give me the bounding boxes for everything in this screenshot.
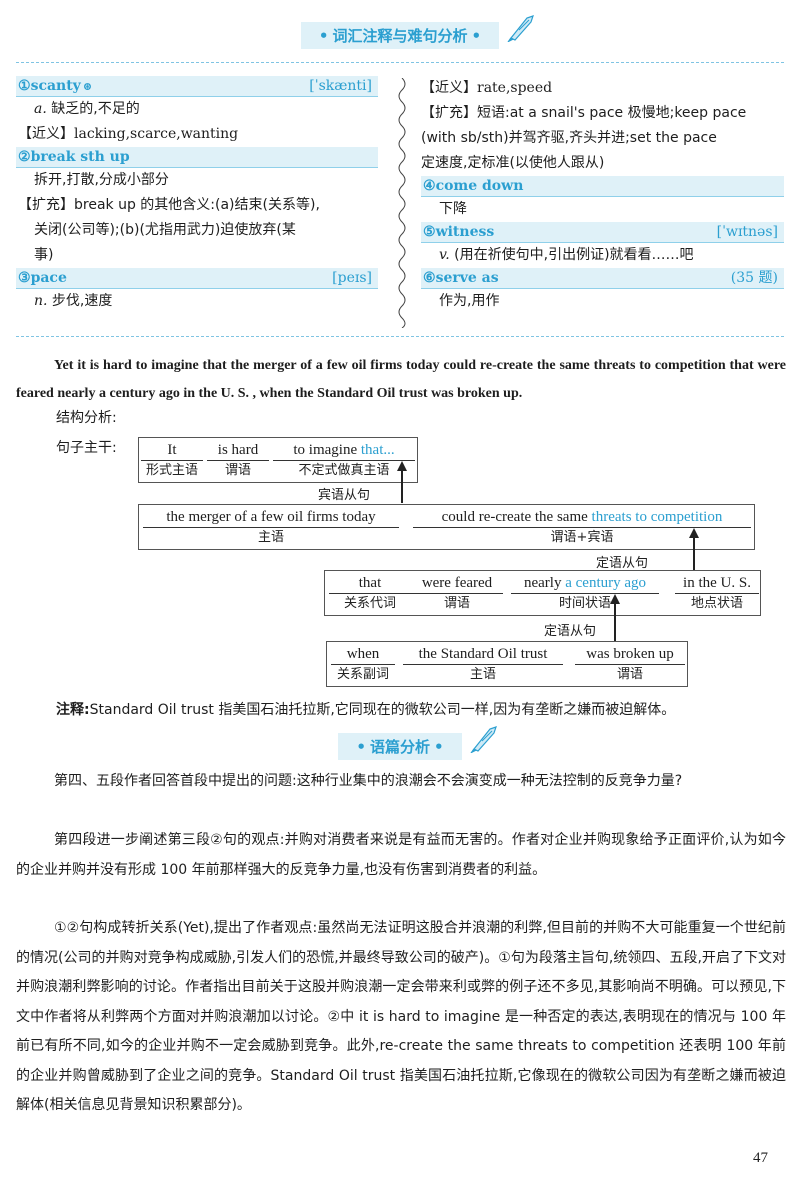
section-banner-vocab: •词汇注释与难句分析• — [0, 15, 800, 49]
vocab-left-column: ①scanty⊛ ˈskænti a. 缺乏的,不足的 【近义】lacking,… — [16, 76, 378, 314]
page-number: 47 — [753, 1150, 768, 1166]
section-title-box: •词汇注释与难句分析• — [300, 15, 535, 49]
extension: 【扩充】短语:at a snail's pace 极慢地;keep pace — [421, 105, 747, 121]
extension-cont: (with sb/sth)并驾齐驱,齐头并进;set the pace — [421, 130, 717, 146]
clause-label: 宾语从句 — [318, 488, 371, 503]
synonyms: 【近义】lacking,scarce,wanting — [18, 126, 239, 142]
paragraph: ①②句构成转折关系(Yet),提出了作者观点:虽然尚无法证明这股合并浪潮的利弊,… — [16, 920, 786, 1113]
quill-pen-icon — [470, 726, 497, 753]
term-bar-scanty: ①scanty⊛ ˈskænti — [16, 76, 378, 97]
extension-cont: 事) — [34, 247, 54, 263]
note: 注释:Standard Oil trust 指美国石油托拉斯,它同现在的微软公司… — [56, 702, 676, 718]
term: scanty — [30, 78, 81, 94]
term-bar-pace: ③pace peɪs — [16, 268, 378, 289]
term: pace — [30, 270, 67, 286]
ipa: peɪs — [332, 268, 372, 289]
term: come down — [435, 178, 524, 194]
structure-label: 结构分析: — [56, 410, 117, 426]
vocab-section: ①scanty⊛ ˈskænti a. 缺乏的,不足的 【近义】lacking,… — [16, 76, 784, 331]
ipa: ˈwɪtnəs — [717, 222, 778, 243]
trunk-label: 句子主干: — [56, 440, 117, 456]
diagram-cell: in the U. S.地点状语 — [675, 573, 759, 614]
definition: 下降 — [439, 201, 467, 217]
clause-label: 定语从句 — [596, 556, 649, 571]
quill-pen-icon — [507, 15, 535, 42]
diagram-cell: could re-create the same threats to comp… — [413, 507, 751, 548]
section-banner-discourse: •语篇分析• — [0, 726, 800, 760]
connector — [693, 537, 695, 570]
extension: 【扩充】break up 的其他含义:(a)结束(关系等), — [18, 197, 320, 213]
extension-cont: 定速度,定标准(以使他人跟从) — [421, 155, 605, 171]
extension-cont: 关闭(公司等);(b)(尤指用武力)迫使放弃(某 — [34, 222, 296, 238]
diagram-cell: to imagine that...不定式做真主语 — [273, 440, 415, 481]
definition: 拆开,打散,分成小部分 — [34, 172, 169, 188]
term-bar-come-down: ④come down — [421, 176, 784, 197]
connector — [401, 470, 403, 503]
term: break sth up — [30, 149, 130, 165]
arrow-up-icon — [689, 528, 699, 538]
vocab-right-column: 【近义】rate,speed 【扩充】短语:at a snail's pace … — [421, 76, 784, 314]
divider — [16, 62, 784, 63]
divider — [16, 336, 784, 337]
section-title-box: •语篇分析• — [338, 726, 497, 760]
clause-label: 定语从句 — [544, 624, 597, 639]
wavy-divider — [398, 78, 406, 328]
ipa: ˈskænti — [309, 76, 372, 97]
term: witness — [435, 224, 495, 240]
question-tag: (35 题) — [730, 270, 778, 286]
arrow-up-icon — [610, 594, 620, 604]
term-bar-break-sth-up: ②break sth up — [16, 147, 378, 168]
badge-icon: ⊛ — [82, 80, 93, 93]
term-bar-witness: ⑤witness ˈwɪtnəs — [421, 222, 784, 243]
definition: 作为,用作 — [439, 293, 500, 309]
connector — [614, 603, 616, 641]
paragraph: 第四段进一步阐述第三段②句的观点:并购对消费者来说是有益而无害的。作者对企业并购… — [16, 832, 786, 878]
paragraph: 第四、五段作者回答首段中提出的问题:这种行业集中的浪潮会不会演变成一种无法控制的… — [54, 773, 683, 789]
section-title: 语篇分析 — [369, 738, 430, 756]
synonyms: 【近义】rate,speed — [421, 80, 553, 96]
section-title: 词汇注释与难句分析 — [332, 27, 468, 45]
difficult-sentence: Yet it is hard to imagine that the merge… — [16, 358, 786, 401]
arrow-up-icon — [397, 461, 407, 471]
term: serve as — [435, 270, 499, 286]
term-bar-serve-as: ⑥serve as (35 题) — [421, 268, 784, 289]
definition: v. (用在祈使句中,引出例证)就看看……吧 — [439, 247, 694, 263]
definition: n. 步伐,速度 — [34, 293, 113, 309]
definition: a. 缺乏的,不足的 — [34, 101, 140, 117]
